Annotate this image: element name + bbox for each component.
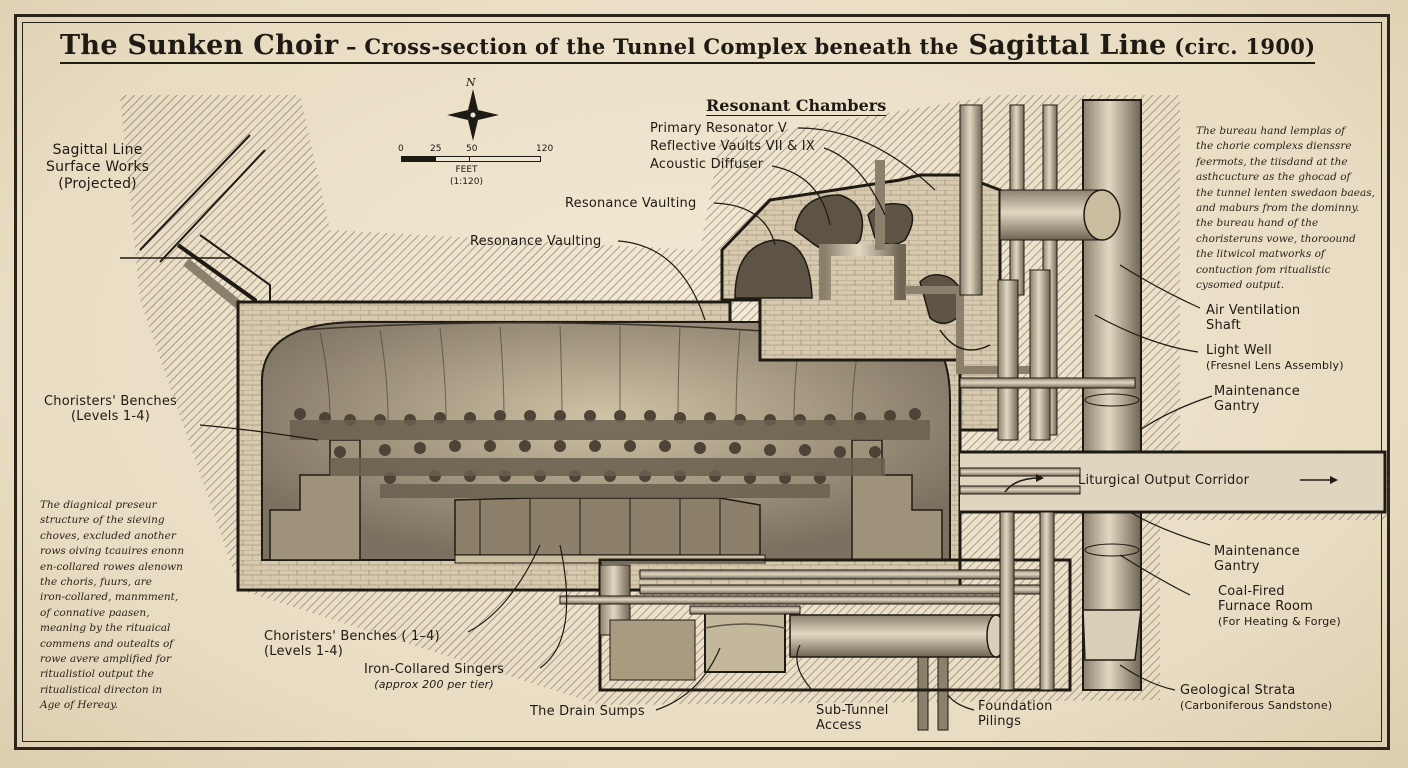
label-acoustic-diffuser: Acoustic Diffuser (650, 157, 764, 172)
leader-lines (199, 127, 1213, 711)
label-drain-sumps: The Drain Sumps (530, 704, 645, 719)
outer-border (14, 14, 1390, 750)
corridor-structure (959, 450, 1387, 514)
label-light-well: Light Well(Fresnel Lens Assembly) (1206, 343, 1344, 372)
scale-bar-segment (435, 156, 471, 162)
surface-works-structure (120, 134, 271, 585)
scale-tick-120: 120 (536, 144, 554, 154)
scale-tick-0: 0 (398, 144, 404, 154)
scale-tick-25: 25 (430, 144, 442, 154)
scale-tick-50: 50 (466, 144, 478, 154)
label-resonance-vaulting-upper: Resonance Vaulting (565, 196, 697, 211)
label-choristers-benches-lower: Choristers' Benches ( 1–4)(Levels 1-4) (264, 629, 440, 659)
label-iron-collared-singers: Iron-Collared Singers(approx 200 per tie… (364, 662, 505, 691)
scale-bar-segment (469, 156, 541, 162)
label-geological-strata: Geological Strata(Carboniferous Sandston… (1180, 683, 1333, 712)
inner-border (22, 22, 1382, 742)
scale-unit: FEET(1:120) (450, 165, 483, 187)
compass-rose (447, 89, 499, 141)
label-resonance-vaulting-lower: Resonance Vaulting (470, 234, 602, 249)
label-choristers-benches-upper: Choristers' Benches(Levels 1-4) (44, 394, 178, 424)
vertical-shafts (917, 99, 1142, 731)
scale-bar-segment (401, 156, 437, 162)
label-primary-resonator: Primary Resonator V (650, 121, 787, 136)
label-liturgical-output-corridor: Liturgical Output Corridor (1078, 473, 1250, 488)
scale-bar: 0 25 50 120 FEET(1:120) (398, 144, 553, 194)
label-resonant-chambers: Resonant Chambers (706, 96, 887, 116)
compass-north-label: N (466, 76, 476, 89)
lower-works (238, 511, 1072, 692)
page-title: The Sunken Choir – Cross-section of the … (60, 30, 1316, 64)
label-reflective-vaults: Reflective Vaults VII & IX (650, 139, 815, 154)
